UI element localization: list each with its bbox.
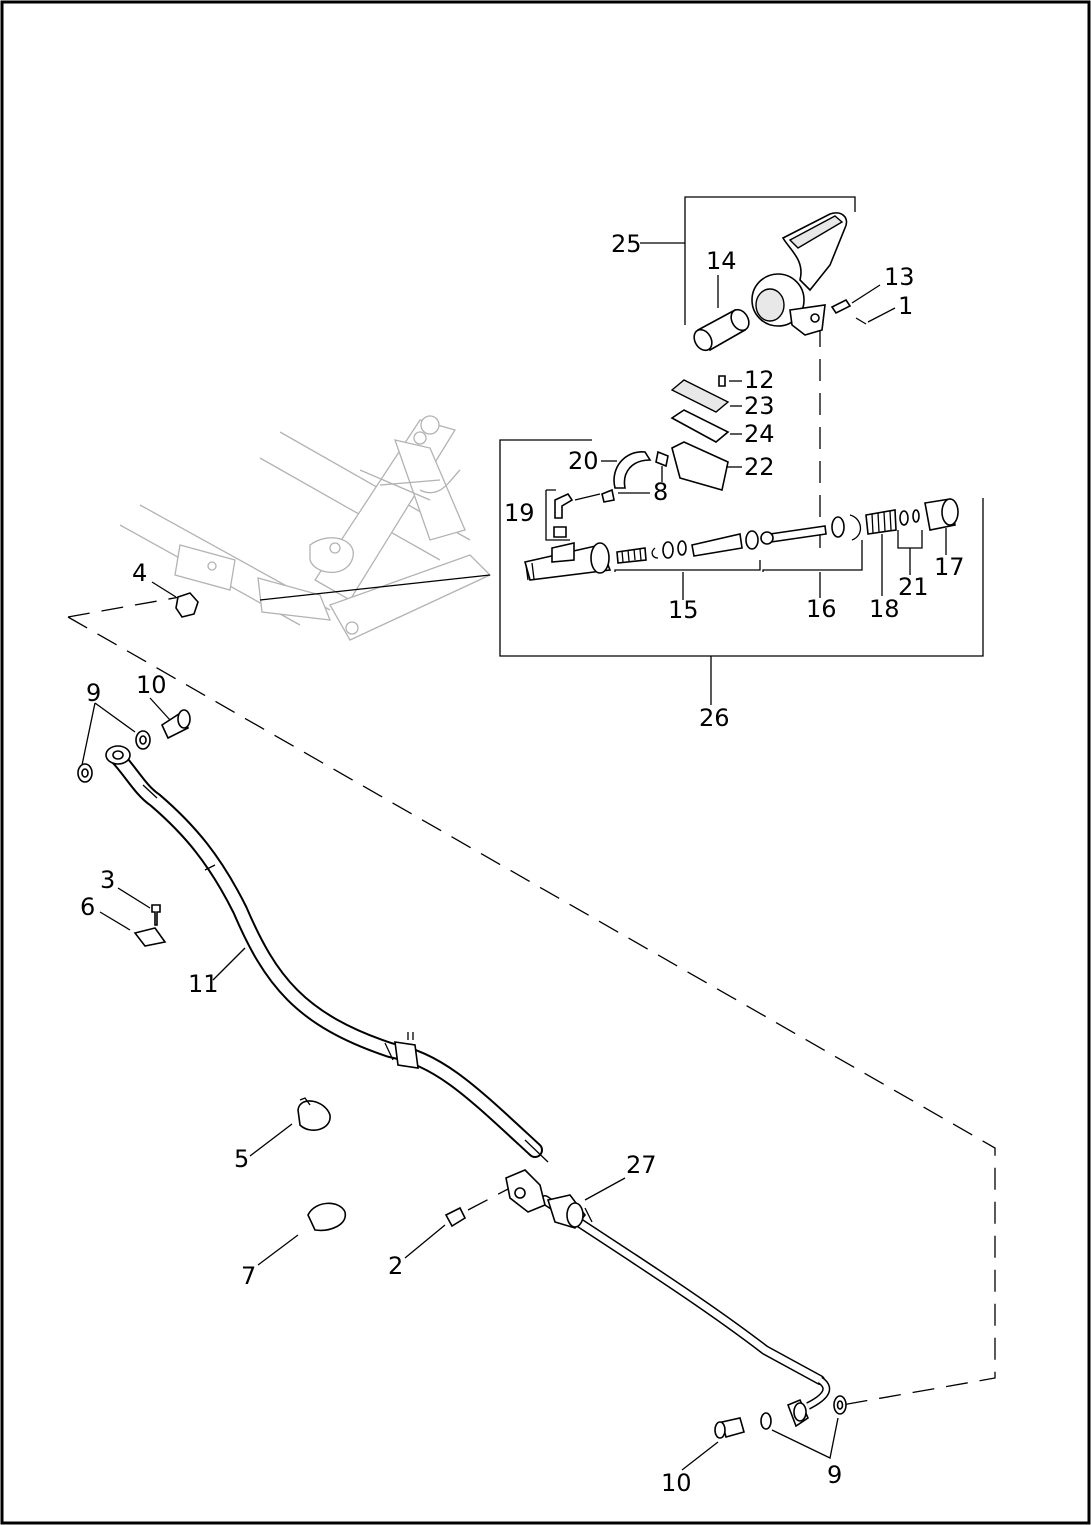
cover-gasket: [670, 409, 730, 443]
callout-14: 14: [706, 247, 737, 275]
callout-26: 26: [699, 704, 730, 732]
return-spring: [865, 509, 897, 535]
callout-labels: 1 2 3 4 5 6 7 8 9 9 10 10 11 12 13 14 15…: [80, 230, 965, 1497]
callout-11: 11: [188, 970, 219, 998]
reference-line: [67, 616, 996, 1406]
callout-3: 3: [100, 866, 115, 894]
callout-13: 13: [884, 263, 915, 291]
callout-18: 18: [869, 595, 900, 623]
callout-15: 15: [668, 596, 699, 624]
callout-27: 27: [626, 1151, 657, 1179]
reservoir: [671, 441, 729, 492]
bracket-26: [499, 439, 984, 657]
callout-5: 5: [234, 1145, 249, 1173]
hose-bracket: [505, 1169, 546, 1213]
callout-6: 6: [80, 893, 95, 921]
elbow-fitting: [554, 492, 574, 519]
master-cylinder-body: [524, 541, 612, 581]
callout-4: 4: [132, 559, 147, 587]
nut: [175, 592, 199, 618]
cover-screw: [718, 375, 726, 387]
hose-clip: [307, 1202, 346, 1232]
callout-22: 22: [744, 453, 775, 481]
retaining-clip: [855, 317, 867, 325]
bracket-25: [684, 196, 856, 325]
lever-bushing: [693, 308, 750, 352]
callout-9-upper: 9: [86, 679, 101, 707]
callout-25: 25: [611, 230, 642, 258]
piston: [691, 533, 743, 557]
screw: [151, 904, 161, 926]
frame-outline: [119, 415, 492, 641]
bolt: [444, 1206, 467, 1228]
pivot-pin: [830, 298, 852, 315]
callout-7: 7: [241, 1262, 256, 1290]
callout-8: 8: [653, 478, 668, 506]
callout-21: 21: [898, 573, 929, 601]
callout-10-lower: 10: [661, 1469, 692, 1497]
pushrod: [769, 525, 827, 543]
callout-17: 17: [934, 553, 965, 581]
hose-clamp-small: [655, 450, 669, 468]
spring: [616, 547, 647, 564]
callout-24: 24: [744, 420, 775, 448]
callout-9-lower: 9: [827, 1461, 842, 1489]
callout-2: 2: [388, 1252, 403, 1280]
reservoir-cover: [670, 379, 730, 413]
callout-16: 16: [806, 595, 837, 623]
cable-clip: [133, 927, 167, 947]
clutch-lever: [751, 212, 848, 336]
callout-23: 23: [744, 392, 775, 420]
callout-12: 12: [744, 366, 775, 394]
washer: [760, 1412, 772, 1430]
callout-20: 20: [568, 447, 599, 475]
callout-10-upper: 10: [136, 671, 167, 699]
callout-1: 1: [898, 292, 913, 320]
reservoir-hose: [613, 451, 652, 489]
callout-19: 19: [504, 499, 535, 527]
hose-clamp: [297, 1100, 331, 1131]
